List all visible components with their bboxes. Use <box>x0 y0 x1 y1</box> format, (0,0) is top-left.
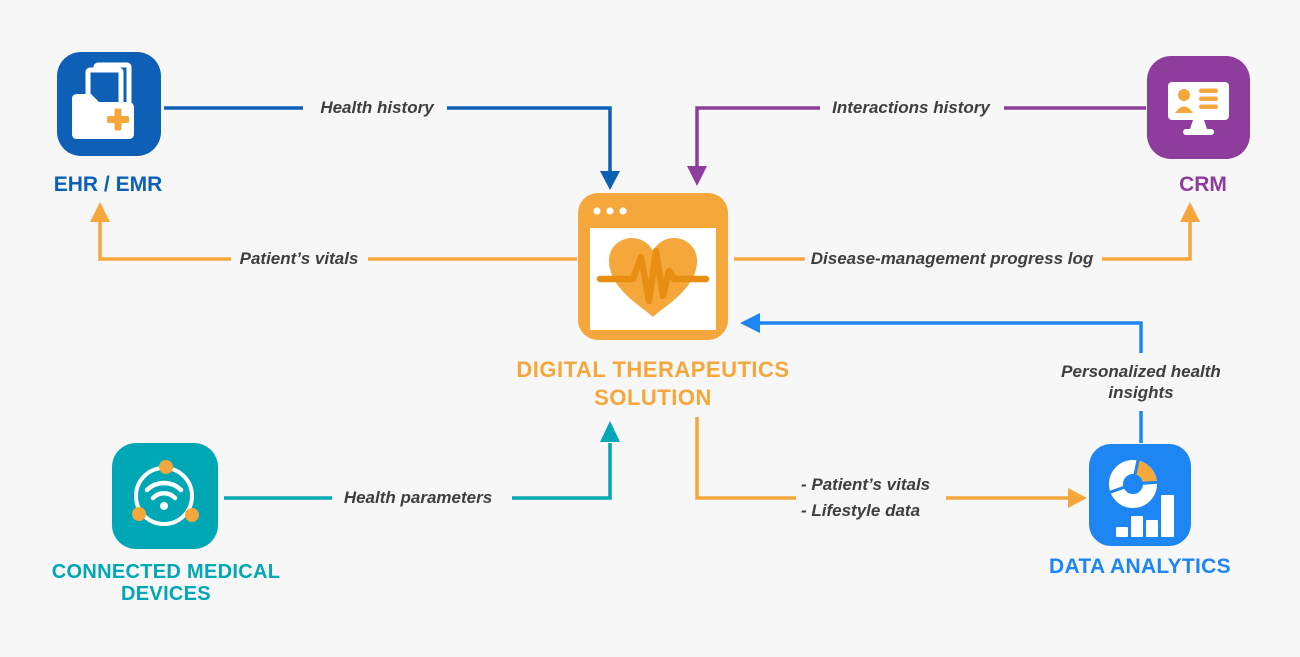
arrowhead-left-icon <box>740 313 760 333</box>
connected-devices-label: CONNECTED MEDICAL DEVICES <box>52 561 280 605</box>
wifi-icon <box>144 480 184 501</box>
arrow-solution-to-analytics <box>695 417 1087 508</box>
browser-dots-icon <box>593 207 627 215</box>
arrow-to-analytics-line <box>695 417 796 500</box>
flow-label-disease-management: Disease-management progress log <box>804 249 1100 269</box>
arrow-interactions-history <box>687 106 1146 186</box>
arrowhead-right-icon <box>1068 488 1087 508</box>
wifi-dot-icon <box>160 502 168 510</box>
insights-label-line2: insights <box>1108 383 1174 402</box>
crm-icon <box>1147 56 1250 159</box>
flow-label-health-history: Health history <box>314 98 440 118</box>
flow-label-solution-to-analytics: - Patient’s vitals - Lifestyle data <box>801 472 930 524</box>
crm-label: CRM <box>1179 173 1227 196</box>
arrow-disease-management <box>734 202 1200 261</box>
arrow-health-parameters <box>224 421 620 500</box>
arrow-health-history <box>164 106 620 190</box>
devices-label-line2: DEVICES <box>121 583 211 605</box>
flow-label-interactions-history: Interactions history <box>826 98 996 118</box>
arrow-vitals-line <box>98 222 231 261</box>
medical-folder-icon <box>72 62 134 139</box>
digital-therapeutics-label: DIGITAL THERAPEUTICS SOLUTION <box>516 356 789 412</box>
arrow-personalized-insights <box>740 313 1143 443</box>
arrow-health-history-line <box>447 106 612 173</box>
text-lines-icon <box>1199 88 1218 109</box>
flow-label-health-parameters: Health parameters <box>337 488 499 508</box>
arrowhead-up-icon <box>600 421 620 442</box>
plus-icon <box>107 108 129 131</box>
solution-title-line1: DIGITAL THERAPEUTICS <box>516 357 790 382</box>
arrowhead-down-icon <box>687 166 707 186</box>
donut-chart-icon <box>1107 457 1161 508</box>
data-analytics-icon <box>1089 444 1191 546</box>
solution-title-line2: SOLUTION <box>594 385 712 410</box>
digital-therapeutics-icon <box>578 193 728 340</box>
ehr-emr-icon <box>57 52 161 156</box>
devices-icon-background <box>112 443 218 549</box>
arrow-parameters-line <box>512 443 612 500</box>
bar-chart-icon <box>1116 495 1174 537</box>
arrowhead-up-icon <box>90 202 110 222</box>
insights-label-line1: Personalized health <box>1061 362 1221 381</box>
person-icon <box>1175 106 1193 113</box>
contact-monitor-icon <box>1168 82 1229 135</box>
network-node-dots-icon <box>132 460 199 522</box>
arrowhead-up-icon <box>1180 202 1200 222</box>
arrow-interactions-line <box>695 106 820 168</box>
data-analytics-label: DATA ANALYTICS <box>1049 555 1231 578</box>
arrowhead-down-icon <box>600 171 620 190</box>
arrow-insights-line <box>760 321 1143 353</box>
ehr-emr-label: EHR / EMR <box>53 173 163 196</box>
flow-label-patients-vitals: Patient’s vitals <box>233 249 365 269</box>
data-item-lifestyle-data: - Lifestyle data <box>801 501 921 520</box>
data-item-patients-vitals: - Patient’s vitals <box>801 475 931 494</box>
devices-label-line1: CONNECTED MEDICAL <box>51 561 281 583</box>
arrow-patients-vitals <box>90 202 577 261</box>
flow-label-personalized-insights: Personalized health insights <box>1046 359 1236 405</box>
person-icon <box>1178 89 1190 101</box>
pulse-line-icon <box>596 247 710 305</box>
connected-devices-icon <box>112 443 218 549</box>
arrow-disease-line <box>1102 222 1192 261</box>
